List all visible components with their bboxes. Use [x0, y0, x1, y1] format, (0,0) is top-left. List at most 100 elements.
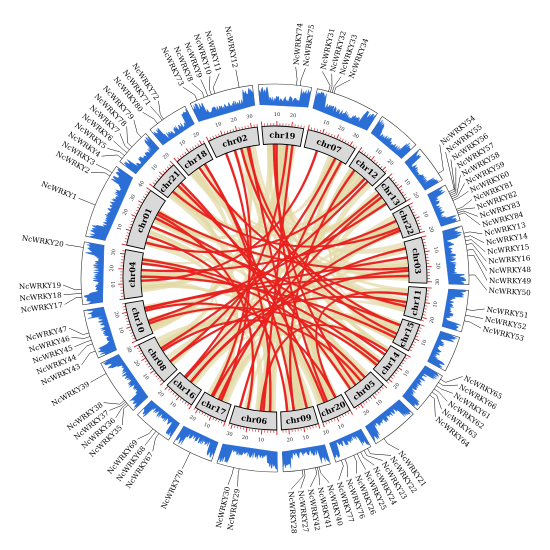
scale-tick [386, 381, 389, 384]
scale-tick [194, 145, 197, 148]
scale-tick [195, 409, 199, 414]
scale-tick [121, 243, 127, 246]
gene-connector [119, 133, 130, 150]
gene-connector [71, 336, 91, 339]
chromosome-block-chr02 [207, 126, 260, 159]
gene-connector [318, 466, 330, 484]
scale-tick [168, 388, 171, 391]
scale-tick-label: 10 [150, 163, 159, 172]
scale-tick [143, 196, 146, 199]
scale-tick [125, 228, 131, 231]
scale-tick [234, 425, 236, 428]
scale-tick [153, 372, 156, 375]
scale-tick [152, 182, 155, 185]
density-histogram [329, 429, 370, 458]
gene-connector [90, 373, 107, 383]
gene-connector [133, 119, 142, 138]
synteny-ribbon-highlight [238, 161, 343, 408]
scale-tick [420, 230, 426, 234]
scale-tick [212, 417, 215, 421]
density-histogram [83, 242, 105, 305]
scale-tick [144, 193, 148, 196]
chromosome-block-chr11 [403, 286, 428, 321]
scale-tick [172, 392, 175, 395]
gene-connector [137, 428, 154, 440]
density-histogram [142, 400, 180, 438]
gene-connector [91, 172, 111, 177]
scale-tick [378, 163, 381, 167]
gene-label: NcWRKY20 [21, 233, 64, 249]
scale-tick [406, 198, 411, 202]
scale-tick [322, 422, 325, 428]
scale-tick [360, 403, 364, 409]
gene-connector [109, 401, 126, 411]
scale-tick [404, 196, 408, 199]
chromosome-block-chr14 [372, 345, 407, 382]
scale-tick [232, 128, 234, 132]
scale-tick [390, 177, 393, 180]
scale-tick-label: 10 [117, 326, 125, 334]
scale-tick [170, 390, 173, 393]
scale-tick-label: 20 [162, 152, 171, 161]
gene-connector [322, 71, 331, 92]
gene-label: NcWRKY70 [159, 468, 186, 510]
scale-tick [223, 421, 226, 427]
ribbon-layer-highlight [141, 144, 409, 412]
scale-tick [328, 420, 330, 424]
gene-connector [445, 152, 455, 193]
scale-tick [325, 131, 327, 135]
scale-tick [404, 357, 408, 360]
scale-tick [229, 129, 232, 133]
scale-tick-label: 10 [141, 373, 150, 382]
scale-tick [398, 185, 403, 189]
scale-tick [123, 309, 126, 311]
chromosome-block-chr05 [344, 371, 385, 409]
gene-connector [434, 388, 448, 402]
scale-tick [364, 152, 367, 155]
gene-label: NcWRKY17 [20, 300, 63, 314]
scale-tick-label: 20 [392, 382, 401, 391]
scale-tick [131, 340, 137, 344]
scale-tick [130, 332, 133, 334]
chromosome-block-chr15 [392, 318, 421, 352]
gene-label: NcWRKY12 [223, 25, 240, 68]
scale-tick [154, 179, 157, 183]
scale-tick [189, 148, 192, 151]
scale-tick [119, 298, 125, 301]
gene-connector [237, 468, 240, 487]
scale-tick [136, 206, 140, 209]
scale-tick [234, 125, 237, 131]
scale-tick [366, 153, 369, 157]
gene-connector [363, 450, 383, 461]
gene-connector [338, 460, 344, 481]
synteny-ribbon-highlight [183, 144, 289, 378]
scale-tick [410, 346, 414, 349]
synteny-ribbon-highlight [217, 196, 383, 400]
scale-tick-label: 10 [116, 223, 124, 231]
scale-tick [396, 369, 399, 372]
scale-tick [415, 335, 419, 338]
density-histogram [404, 150, 439, 191]
scale-tick [179, 155, 182, 158]
scale-tick [416, 220, 419, 222]
gene-label: NcWRKY39 [50, 379, 92, 408]
gene-connector [458, 212, 481, 226]
gene-label: NcWRKY16 [488, 253, 531, 265]
gene-label: NcWRKY50 [488, 286, 531, 297]
scale-tick [201, 412, 204, 415]
scale-tick [418, 330, 421, 332]
scale-tick [380, 165, 383, 169]
scale-tick-label: 20 [122, 208, 130, 216]
gene-connector [101, 154, 123, 159]
gene-connector [63, 293, 82, 296]
scale-tick [344, 140, 347, 143]
scale-tick-label: 10 [109, 281, 115, 288]
scale-tick [202, 140, 205, 144]
scale-tick-label: 20 [362, 409, 371, 418]
scale-tick [370, 396, 373, 400]
gene-connector [450, 167, 457, 196]
scale-tick [319, 129, 321, 133]
gene-connector [64, 296, 82, 305]
scale-tick [421, 235, 427, 238]
scale-tick [316, 128, 319, 132]
